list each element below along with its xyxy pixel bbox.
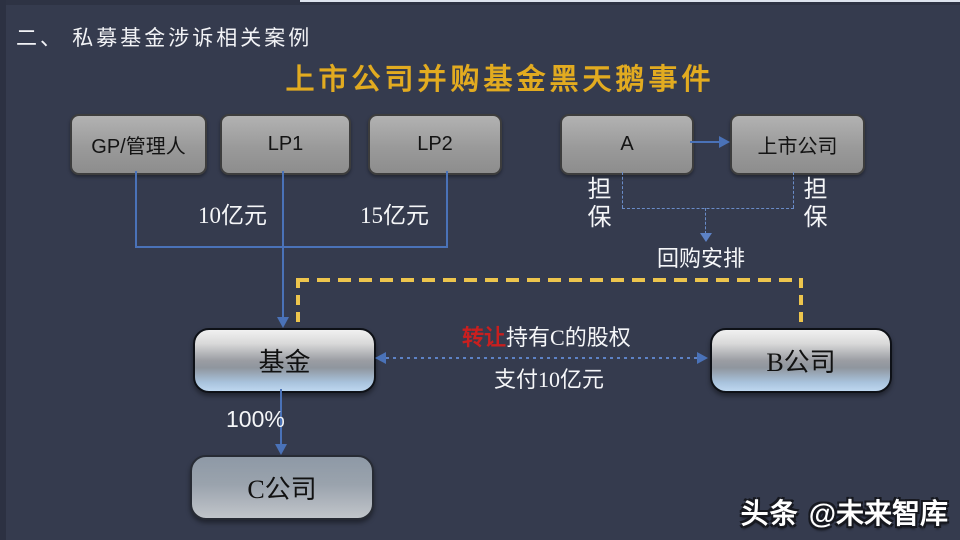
label-ownership: 100% <box>226 406 285 432</box>
label-guarantee-listed: 担保 <box>799 176 825 232</box>
node-a: A <box>560 114 694 175</box>
arrow-a-to-listed-head <box>719 136 730 148</box>
node-listed-company: 上市公司 <box>730 114 865 175</box>
arrow-to-c-head <box>275 444 287 455</box>
node-lp2-label: LP2 <box>417 133 453 155</box>
node-gp-manager-label: GP/管理人 <box>91 136 186 158</box>
dotted-fund-b-line <box>386 357 698 359</box>
edge-gp-down <box>135 171 137 248</box>
node-lp1-label: LP1 <box>267 133 304 155</box>
dashed-repurchase-down <box>705 208 706 234</box>
node-b-company-label: B公司 <box>766 348 836 377</box>
edge-lp1-to-fund-line <box>282 171 284 318</box>
node-fund: 基金 <box>193 328 376 393</box>
edge-fund-to-c-line <box>280 389 282 446</box>
label-repurchase: 回购安排 <box>657 246 746 271</box>
edge-collector-horizontal <box>135 246 448 248</box>
label-transfer-rest: 持有C的股权 <box>506 325 631 350</box>
node-lp1: LP1 <box>220 114 351 175</box>
edge-lp2-down <box>446 171 448 248</box>
arrow-b-head-right <box>697 352 708 364</box>
node-b-company: B公司 <box>710 328 892 393</box>
label-transfer: 转让持有C的股权 <box>462 320 631 352</box>
yellow-dashed-left-drop <box>296 278 300 328</box>
arrow-a-to-listed-line <box>690 141 720 143</box>
node-listed-company-label: 上市公司 <box>757 136 838 158</box>
dashed-a-down <box>622 172 623 208</box>
slide-top-edge <box>0 0 960 5</box>
slide-left-edge <box>0 0 6 540</box>
dashed-listed-down <box>793 172 794 208</box>
watermark: 头条 @未来智库 <box>741 492 948 532</box>
yellow-dashed-right-drop <box>799 278 803 328</box>
yellow-dashed-horizontal <box>296 278 803 282</box>
node-c-company: C公司 <box>190 455 374 520</box>
arrow-fund-head-left <box>375 352 386 364</box>
label-guarantee-a: 担保 <box>583 176 609 232</box>
section-header: 二、 私募基金涉诉相关案例 <box>16 26 313 50</box>
label-contribution-15: 15亿元 <box>360 203 429 228</box>
watermark-brand: 头条 <box>740 498 799 529</box>
node-a-label: A <box>620 133 634 155</box>
label-transfer-highlight: 转让 <box>462 325 507 350</box>
top-hairline <box>300 0 960 2</box>
dashed-guarantee-horizontal <box>622 208 794 209</box>
node-c-company-label: C公司 <box>247 475 317 504</box>
node-gp-manager: GP/管理人 <box>70 114 207 175</box>
label-payment: 支付10亿元 <box>494 367 605 392</box>
slide-title: 上市公司并购基金黑天鹅事件 <box>285 64 715 96</box>
label-contribution-10: 10亿元 <box>198 203 267 228</box>
arrow-repurchase-head <box>700 233 712 242</box>
arrow-to-fund-head <box>277 317 289 328</box>
node-lp2: LP2 <box>368 114 502 175</box>
watermark-handle: @未来智库 <box>808 498 948 529</box>
node-fund-label: 基金 <box>258 348 311 377</box>
